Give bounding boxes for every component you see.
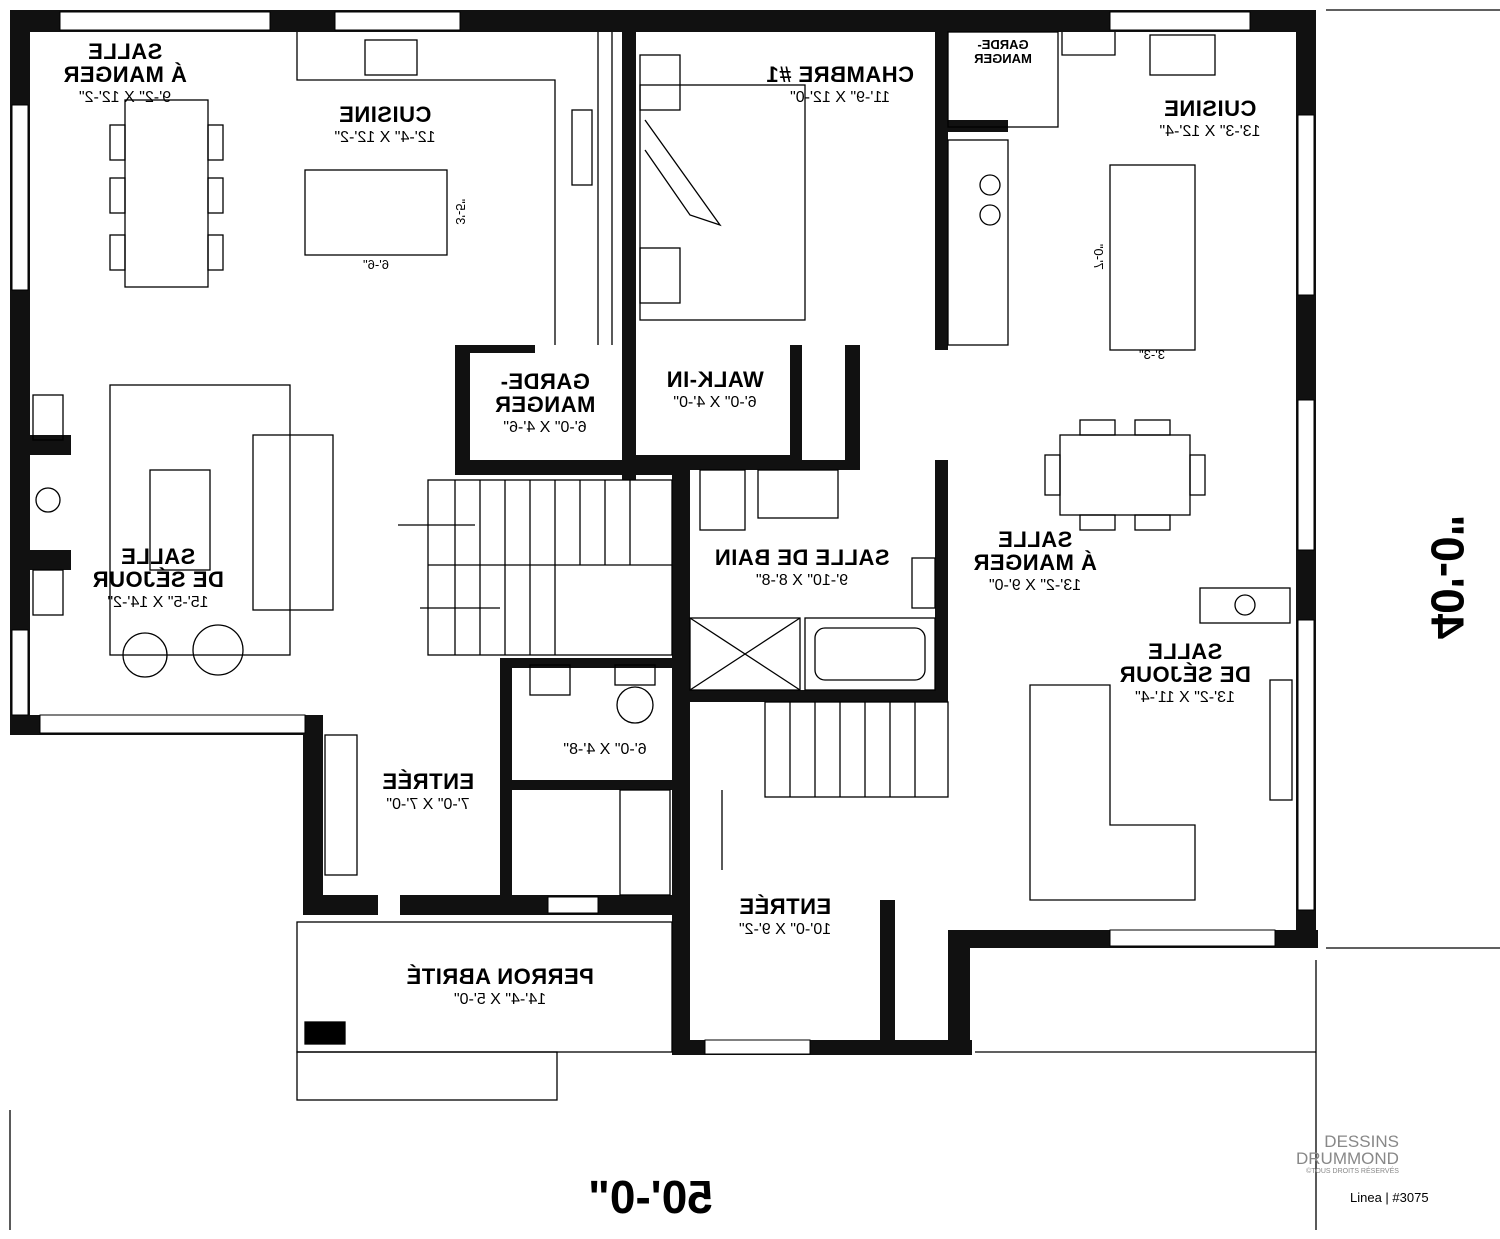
island-width-right: 3'-3" xyxy=(1139,347,1165,362)
room-name: WALK-IN xyxy=(666,367,764,392)
island-depth-right: 7'-0" xyxy=(1090,243,1106,270)
room-name: SALLE xyxy=(87,39,163,64)
room-name: SALLE xyxy=(997,527,1073,552)
room-label-walk-in: WALK-IN 6'-0" X 4'-0" xyxy=(666,367,764,412)
walls xyxy=(10,10,1318,1055)
room-dimensions: 12'-4" X 12'-2" xyxy=(334,129,436,147)
room-label-cuisine-right: CUISINE 13'-3" X 12'-4" xyxy=(1159,96,1261,141)
room-name: SALLE DE BAIN xyxy=(714,545,890,570)
room-dimensions: 7'-0" X 7'-0" xyxy=(386,796,470,814)
room-label-chambre-1: CHAMBRE #1 11'-9" X 12'-0" xyxy=(765,62,915,107)
room-dimensions: 15'-5" X 14'-2" xyxy=(107,594,209,612)
room-dimensions: 11'-9" X 12'-0" xyxy=(790,89,890,107)
room-name: SALLE xyxy=(120,544,196,569)
room-dimensions: 9'-10" X 8'-8" xyxy=(755,572,849,590)
windows xyxy=(11,11,1315,1055)
room-name: CUISINE xyxy=(338,102,432,127)
room-label-garde-manger-left: GARDE- MANGER 6'-0" X 4'-6" xyxy=(494,369,596,437)
room-name: CUISINE xyxy=(1163,96,1257,121)
room-name: Á MANGER xyxy=(973,550,1097,576)
room-dimensions: 9'-2" X 12'-2" xyxy=(78,89,172,107)
room-dimensions: 6'-0" X 4'-0" xyxy=(673,394,757,412)
room-name: GARDE- xyxy=(977,37,1029,52)
logo-line2: DRUMMOND xyxy=(1296,1149,1399,1168)
room-name: Á MANGER xyxy=(63,62,187,88)
room-name: SALLE xyxy=(1147,639,1223,664)
room-name: MANGER xyxy=(494,392,596,418)
island-depth-left: 3'-5" xyxy=(452,198,468,225)
furniture-lines xyxy=(9,9,1500,1230)
room-dimensions: 13'-3" X 12'-4" xyxy=(1159,123,1261,141)
room-name: ENTRÉE xyxy=(381,769,475,794)
room-label-cuisine-left: CUISINE 12'-4" X 12'-2" xyxy=(334,102,436,147)
room-dimensions: 6'-0" X 4'-8" xyxy=(563,741,647,758)
logo-line1: DESSINS xyxy=(1324,1132,1399,1151)
room-label-salle-a-manger-right: SALLE Á MANGER 13'-2" X 9'-0" xyxy=(973,527,1097,595)
room-name: CHAMBRE #1 xyxy=(765,62,915,87)
room-label-salle-a-manger-left: SALLE Á MANGER 9'-2" X 12'-2" xyxy=(63,39,187,107)
copyright: ©TOUS DROITS RÉSERVÉS xyxy=(1306,1168,1399,1175)
room-name: GARDE- xyxy=(500,369,590,394)
room-dimensions: 6'-0" X 4'-6" xyxy=(503,419,587,437)
room-label-powder-room: 6'-0" X 4'-8" xyxy=(563,738,646,759)
room-label-salle-de-sejour-left: SALLE DE SÉJOUR 15'-5" X 14'-2" xyxy=(92,544,224,612)
room-label-perron-abrite: PERRON ABRITÉ 14'-4" X 5'-0" xyxy=(406,964,594,1009)
room-dimensions: 10'-0" X 9'-2" xyxy=(738,921,832,939)
room-name: DE SÉJOUR xyxy=(1119,662,1251,688)
room-label-salle-de-sejour-right: SALLE DE SÉJOUR 13'-2" X 11'-4" xyxy=(1119,639,1251,707)
room-label-entree-left: ENTRÉE 7'-0" X 7'-0" xyxy=(381,769,475,814)
room-dimensions: 13'-2" X 9'-0" xyxy=(988,577,1082,595)
logo: DESSINS DRUMMOND ©TOUS DROITS RÉSERVÉS xyxy=(1296,1133,1399,1176)
island-width-left: 6'-6" xyxy=(363,257,389,272)
plan-reference: Linea | #3075 xyxy=(1350,1190,1429,1205)
room-label-salle-de-bain: SALLE DE BAIN 9'-10" X 8'-8" xyxy=(714,545,890,590)
room-dimensions: 14'-4" X 5'-0" xyxy=(453,991,547,1009)
room-dimensions: 13'-2" X 11'-4" xyxy=(1135,689,1235,707)
room-name: ENTRÉE xyxy=(738,894,832,919)
room-label-garde-manger-right: GARDE- MANGER xyxy=(974,37,1032,66)
plan-width-dimension: 50'-0" xyxy=(588,1171,713,1223)
plan-depth-dimension: 40'-0" xyxy=(1421,514,1474,640)
room-name: PERRON ABRITÉ xyxy=(406,964,594,989)
room-name: DE SÉJOUR xyxy=(92,567,224,593)
room-label-entree-right: ENTRÉE 10'-0" X 9'-2" xyxy=(738,894,832,939)
room-name: MANGER xyxy=(974,50,1032,66)
